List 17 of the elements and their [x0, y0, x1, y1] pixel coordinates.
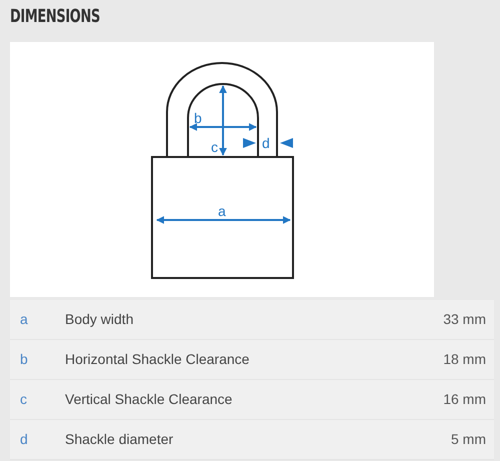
dimension-name: Body width — [65, 311, 134, 327]
dimension-name: Horizontal Shackle Clearance — [65, 351, 250, 367]
section-heading: DIMENSIONS — [10, 6, 100, 27]
dimension-letter: a — [218, 204, 226, 218]
dimension-key: d — [20, 431, 28, 447]
dimension-value: 18 mm — [443, 351, 486, 367]
dimension-name: Vertical Shackle Clearance — [65, 391, 232, 407]
dimension-key: c — [20, 391, 27, 407]
dimension-key: a — [20, 311, 28, 327]
dimension-value: 5 mm — [451, 431, 486, 447]
dimension-key: b — [20, 351, 28, 367]
dimension-letter: b — [194, 111, 202, 125]
dimension-letter: c — [211, 140, 218, 154]
dimension-letter: d — [262, 136, 270, 150]
dimension-name: Shackle diameter — [65, 431, 174, 447]
dimension-value: 33 mm — [443, 311, 486, 327]
dimension-value: 16 mm — [443, 391, 486, 407]
